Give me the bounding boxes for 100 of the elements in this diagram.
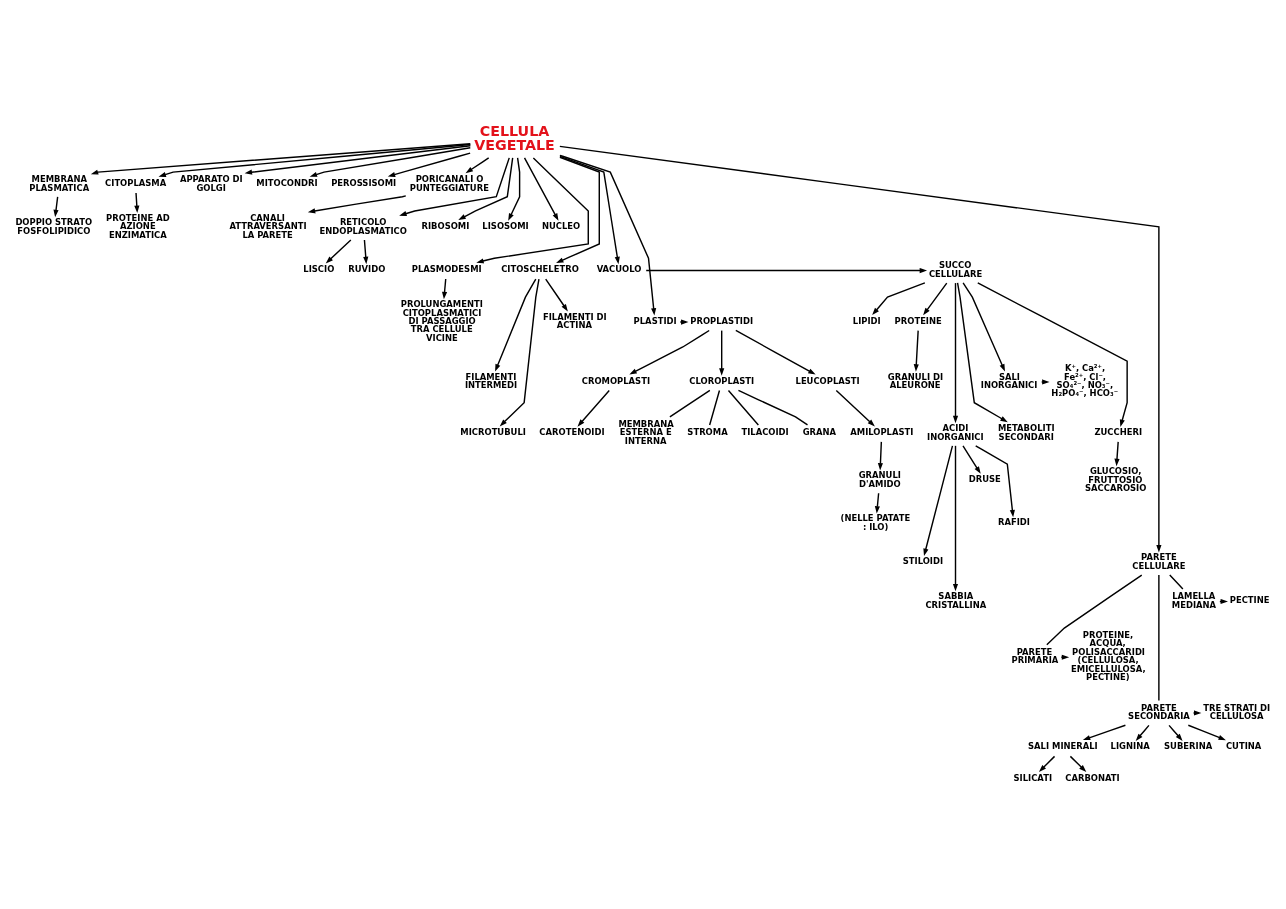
- node-text: ZUCCHERI: [1094, 427, 1143, 437]
- node-text: VACUOLO: [596, 264, 642, 275]
- arrow: [835, 389, 875, 427]
- node-text: CANALI ATTRAVERSANTI LA PARETE: [229, 212, 307, 240]
- arrow: [1135, 724, 1150, 741]
- node-text: MITOCONDRI: [256, 177, 318, 188]
- connector: [669, 389, 711, 418]
- node-text: FILAMENTI INTERMEDI: [464, 371, 518, 391]
- node-text: GRANULI DI ALEURONE: [887, 371, 944, 391]
- node-text: NUCLEO: [541, 221, 581, 232]
- node-text: LIGNINA: [1110, 741, 1150, 752]
- arrow: [629, 329, 710, 375]
- arrow: [556, 156, 600, 263]
- node-text: TILACOIDI: [741, 427, 789, 437]
- arrow: [309, 147, 471, 177]
- arrow: [1038, 755, 1056, 772]
- arrow: [1168, 724, 1183, 741]
- arrow: [962, 282, 1005, 372]
- arrow: [962, 445, 981, 474]
- node-text: METABOLITI SECONDARI: [997, 423, 1055, 442]
- node-text: SILICATI: [1013, 772, 1053, 783]
- arrow: [679, 319, 689, 325]
- arrow: [559, 154, 657, 316]
- arrow: [645, 267, 928, 274]
- arrow: [465, 157, 490, 174]
- node-text: RUVIDO: [348, 264, 386, 275]
- node-text: RIBOSOMI: [421, 221, 470, 232]
- arrow: [90, 143, 471, 175]
- node-text: SABBIA CRISTALLINA: [925, 591, 987, 610]
- node-text: STILOIDI: [902, 556, 944, 567]
- node-text: SUBERINA: [1164, 741, 1213, 752]
- arrow: [719, 329, 725, 376]
- arrow: [325, 239, 352, 264]
- node-text: ACIDI INORGANICI: [927, 423, 984, 442]
- node-text: (NELLE PATATE : ILO): [840, 513, 911, 532]
- arrow: [877, 441, 884, 471]
- node-text: PARETE SECONDARIA: [1128, 702, 1190, 722]
- node-text: PARETE CELLULARE: [1132, 552, 1186, 571]
- node-text: MEMBRANA PLASMATICA: [29, 174, 90, 193]
- node-text: CITOSCHELETRO: [501, 264, 579, 275]
- node-text: PEROSSISOMI: [331, 177, 397, 188]
- node-text: CLOROPLASTI: [689, 375, 755, 386]
- connector: [1046, 574, 1143, 646]
- node-text: PORICANALI O PUNTEGGIATURE: [409, 174, 489, 193]
- arrow: [577, 389, 610, 427]
- node-text: SUCCO CELLULARE: [928, 260, 983, 279]
- node-text: SALI INORGANICI: [980, 371, 1038, 391]
- node-text: CAROTENOIDI: [539, 427, 605, 437]
- arrow: [1114, 441, 1120, 467]
- connector: [708, 389, 721, 426]
- node-text: DRUSE: [968, 474, 1001, 485]
- node-text: PARETE PRIMARIA: [1011, 646, 1059, 666]
- arrow: [872, 282, 926, 316]
- arrow: [923, 282, 948, 316]
- node-text: LAMELLA MEDIANA: [1171, 591, 1217, 610]
- arrow: [874, 492, 880, 514]
- node-text: FILAMENTI DI ACTINA: [542, 311, 607, 331]
- node-text: RETICOLO ENDOPLASMATICO: [319, 217, 407, 236]
- node-text: MEMBRANA ESTERNA E INTERNA: [618, 418, 674, 446]
- arrow: [735, 329, 816, 375]
- node-text: STROMA: [687, 427, 728, 437]
- arrow: [559, 145, 1162, 553]
- node-text: SALI MINERALI: [1028, 741, 1098, 752]
- node-text: PROTEINE: [894, 315, 942, 326]
- arrow: [952, 445, 959, 592]
- arrow: [975, 445, 1015, 518]
- arrow: [387, 152, 471, 177]
- node-text: LEUCOPLASTI: [795, 375, 860, 386]
- node-text: CUTINA: [1225, 741, 1262, 752]
- arrow: [559, 155, 620, 265]
- arrow: [977, 282, 1128, 427]
- node-text: LISOSOMI: [482, 221, 529, 232]
- connector: [1158, 574, 1160, 702]
- arrow: [476, 157, 589, 264]
- arrow: [499, 278, 540, 427]
- arrow: [913, 329, 919, 372]
- node-text: APPARATO DI GOLGI: [179, 174, 243, 193]
- node-text: DOPPIO STRATO FOSFOLIPIDICO: [15, 217, 93, 236]
- node-text: PECTINE: [1229, 595, 1270, 606]
- node-text: TRE STRATI DI CELLULOSA: [1203, 702, 1271, 722]
- node-text: GRANA: [802, 427, 837, 437]
- arrow: [508, 157, 521, 221]
- node-text: K⁺, Ca²⁺, Fe²⁺, Cl⁻, SO₄²⁻, NO₃⁻, H₂PO₄⁻, HCO₃⁻: [1051, 363, 1119, 399]
- node-text: CITOPLASMA: [105, 177, 167, 188]
- node-text: CROMOPLASTI: [581, 375, 651, 386]
- arrow: [923, 445, 954, 557]
- node-text: AMILOPLASTI: [850, 427, 914, 437]
- arrow: [523, 157, 559, 221]
- arrow: [244, 145, 472, 175]
- arrow: [458, 157, 514, 220]
- arrow: [1069, 755, 1087, 772]
- node-text: PROTEINE, ACQUA, POLISACCARIDI (CELLULOSA, EMICELLULOSA, PECTINE): [1071, 630, 1146, 683]
- connector: [727, 389, 760, 426]
- node-text: PLASTIDI: [633, 315, 677, 326]
- arrow: [307, 195, 407, 214]
- arrow: [1187, 724, 1226, 741]
- node-text: GLUCOSIO, FRUTTOSIO SACCAROSIO: [1085, 466, 1147, 494]
- connector: [1169, 574, 1184, 590]
- arrow: [1060, 654, 1070, 660]
- arrow: [956, 282, 1008, 423]
